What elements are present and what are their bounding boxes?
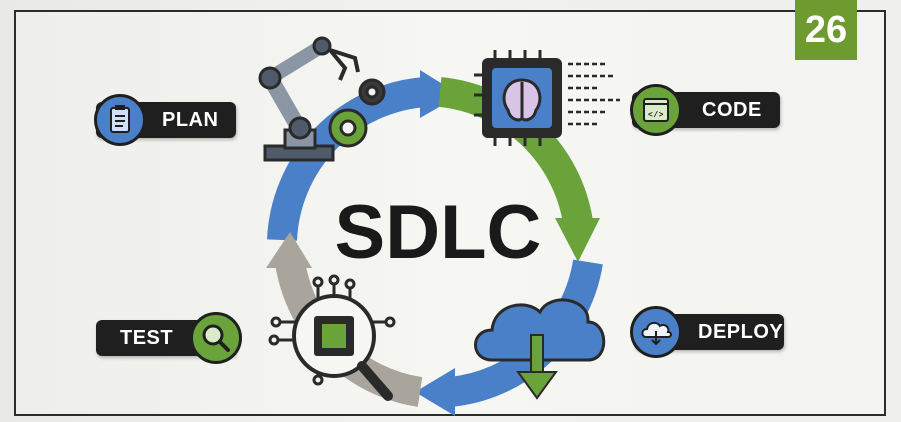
stage-pill-plan: PLAN [94,94,236,146]
ring-arrow-test [266,232,312,268]
robot-arm-icon [258,36,386,162]
circuit-magnifier-icon [268,274,396,401]
ring-arrow-deploy [415,368,455,416]
stage-pill-test: TEST [96,312,242,364]
stage-label-deploy: DEPLOY [698,320,784,343]
ai-chip-icon [474,50,620,146]
stage-pill-deploy: DEPLOY [630,306,784,358]
stage-label-code: CODE [702,98,762,121]
code-window-icon: </> [630,84,682,136]
stage-pill-code: </> CODE [630,84,780,136]
magnifier-icon [190,312,242,364]
center-title: SDLC [335,190,542,275]
svg-text:</>: </> [648,111,664,120]
clipboard-icon [94,94,146,146]
cloud-upload-icon [630,306,682,358]
stage-label-test: TEST [120,326,174,349]
ring-arrow-code [555,218,600,262]
page-number-badge: 26 [795,0,857,60]
cloud-download-icon [474,298,606,400]
stage-label-plan: PLAN [162,108,219,131]
ring-segment-plan [267,77,427,241]
